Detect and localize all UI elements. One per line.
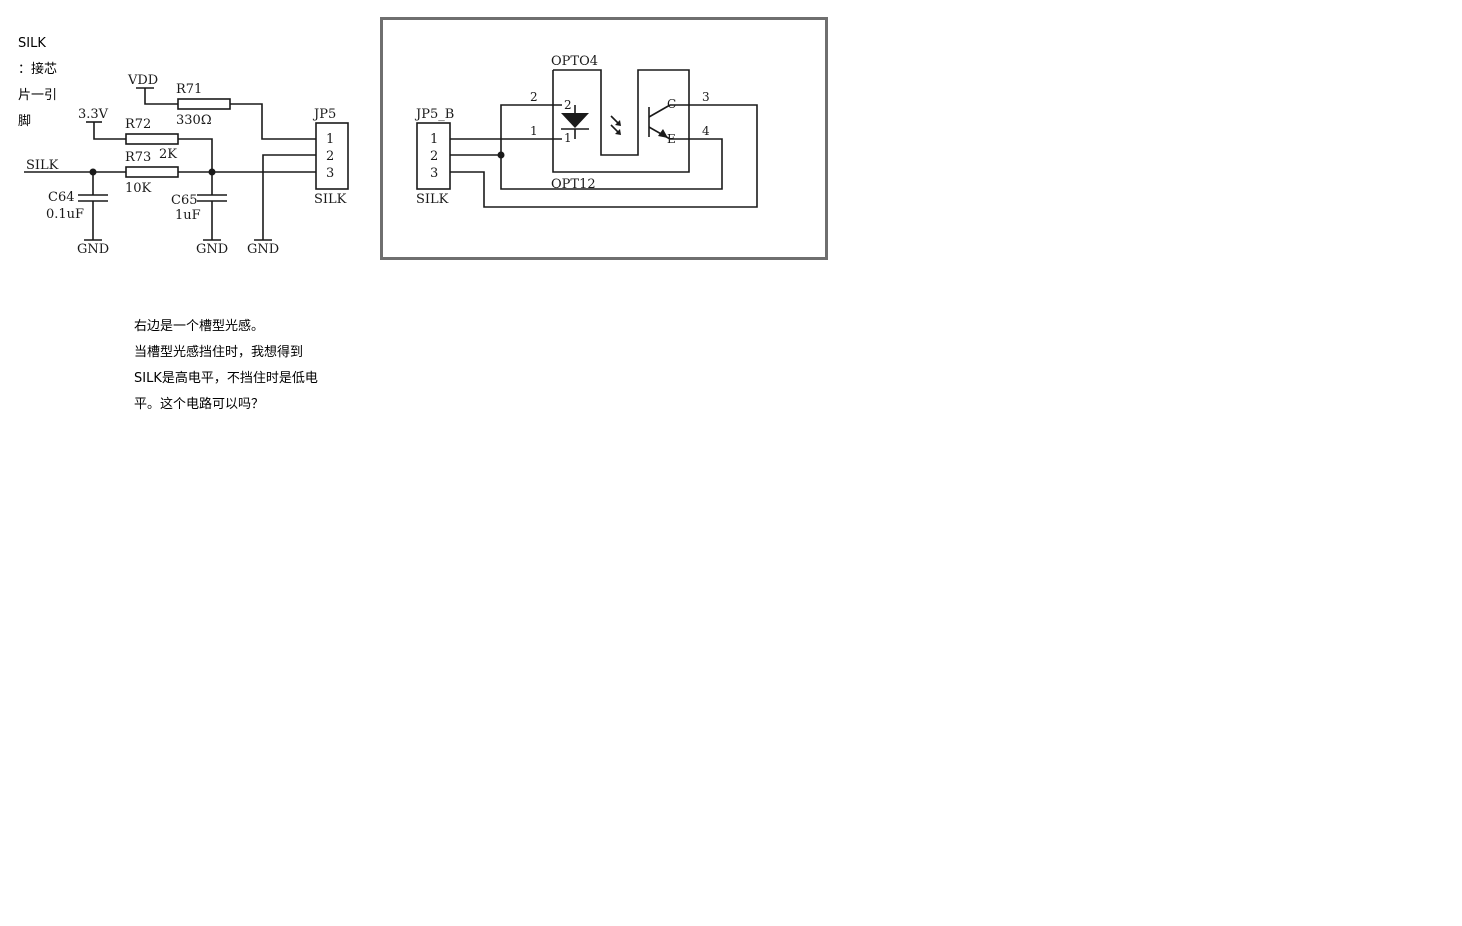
right-circuit-frame	[380, 17, 828, 260]
c65-value: 1uF	[175, 208, 201, 223]
led-pin-number: 1	[564, 131, 572, 145]
side-note: SILK ：接芯 片一引 脚	[18, 31, 57, 135]
led-diode-icon	[561, 113, 589, 128]
v33-label: 3.3V	[78, 107, 109, 122]
question-line: SILK是高电平，不挡住时是低电	[134, 371, 318, 386]
r71-wire	[230, 103, 316, 140]
v33-wire	[93, 122, 126, 140]
side-note-line: SILK	[18, 36, 46, 51]
junction-dot	[497, 151, 505, 159]
gnd-label: GND	[247, 242, 279, 257]
emitter-wire	[500, 138, 723, 190]
transistor-arrow-icon	[658, 129, 668, 138]
jp5b-pin-number: 1	[430, 132, 438, 147]
jp5b-connector	[416, 122, 451, 190]
jp5-pin-number: 2	[326, 149, 334, 164]
opto-body-outline	[552, 69, 690, 173]
r72-resistor	[125, 133, 179, 145]
pin2-wire	[450, 104, 562, 156]
transistor-pin-label: C	[667, 97, 676, 111]
r73-resistor	[125, 166, 179, 178]
jp5-pin2-wire	[262, 154, 316, 240]
jp5-label: JP5	[312, 107, 336, 122]
jp5b-pin-number: 2	[430, 149, 438, 164]
wire-number: 4	[702, 124, 710, 138]
question-text: 右边是一个槽型光感。 当槽型光感挡住时，我想得到 SILK是高电平，不挡住时是低…	[134, 314, 318, 418]
r71-resistor	[177, 98, 231, 110]
question-line: 平。这个电路可以吗？	[134, 397, 265, 412]
gnd-label: GND	[196, 242, 228, 257]
wire-number: 1	[530, 124, 538, 138]
r71-value: 330Ω	[176, 113, 212, 128]
jp5b-label: JP5_B	[414, 107, 454, 122]
wire-number: 2	[530, 90, 538, 104]
r72-wire	[178, 138, 213, 172]
jp5-pin-number: 3	[326, 166, 334, 181]
jp5-pin-number: 1	[326, 132, 334, 147]
c65-label: C65	[171, 193, 198, 208]
question-line: 当槽型光感挡住时，我想得到	[134, 345, 304, 360]
silk-net-label: SILK	[26, 158, 59, 173]
transistor-collector-icon	[648, 104, 671, 118]
right-circuit: JP5_B 1 2 3 SILK OPTO4 OPT12 2 1 3 4 2 1	[380, 17, 828, 260]
c64-value: 0.1uF	[46, 207, 84, 222]
jp5b-sub-label: SILK	[416, 192, 449, 207]
light-arrowhead-icon	[615, 129, 621, 135]
left-circuit: VDD R71 330Ω 3.3V R72 2K SILK R73 10K C6…	[24, 73, 349, 257]
vdd-label: VDD	[127, 73, 158, 88]
jp5-connector	[315, 122, 349, 190]
side-note-line: 脚	[18, 114, 32, 129]
question-line: 右边是一个槽型光感。	[134, 319, 265, 334]
light-arrowhead-icon	[615, 120, 621, 126]
side-note-line: 片一引	[18, 88, 58, 103]
c64-label: C64	[48, 190, 75, 205]
side-note-line: ：接芯	[18, 62, 58, 77]
jp5b-pin-number: 3	[430, 166, 438, 181]
r72-label: R72	[125, 117, 151, 132]
r73-label: R73	[125, 150, 151, 165]
r73-value: 10K	[125, 181, 152, 196]
transistor-pin-label: E	[667, 132, 676, 146]
opto4-label: OPTO4	[551, 54, 598, 69]
led-pin-number: 2	[564, 98, 572, 112]
r72-value: 2K	[159, 147, 177, 162]
wire-number: 3	[702, 90, 710, 104]
jp5-sub-label: SILK	[314, 192, 347, 207]
r71-label: R71	[176, 82, 202, 97]
vdd-wire	[144, 88, 178, 105]
gnd-label: GND	[77, 242, 109, 257]
collector-wire	[450, 104, 758, 208]
